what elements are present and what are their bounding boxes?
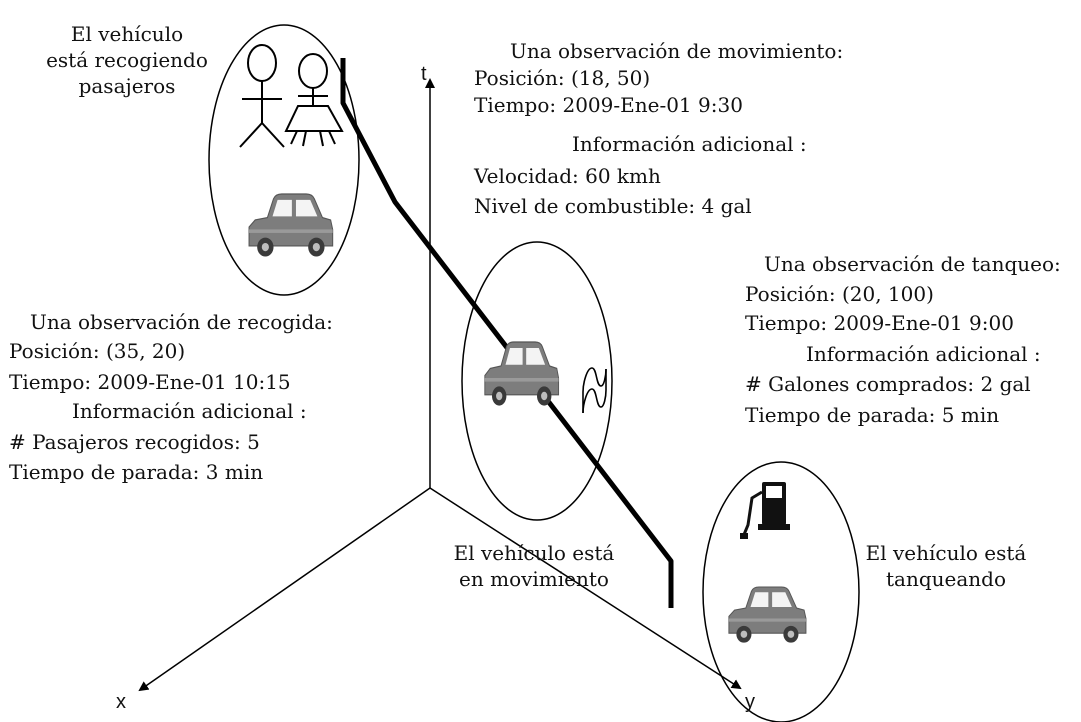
passengers-icon — [239, 44, 344, 148]
pickup-state-label: El vehículo está recogiendo pasajeros — [46, 22, 208, 98]
additional-info-item: Tiempo de parada: 5 min — [745, 403, 1000, 427]
observation-position: Posición: (20, 100) — [745, 282, 934, 306]
observation-title: Una observación de tanqueo: — [764, 252, 1061, 276]
fueling-state-ellipse — [702, 461, 860, 722]
pickup-state-ellipse — [208, 24, 360, 296]
motion-wave-icon — [582, 367, 607, 414]
moving-state-label: El vehículo está en movimiento — [453, 541, 615, 591]
additional-info-item: # Galones comprados: 2 gal — [745, 372, 1031, 396]
additional-info-item: Tiempo de parada: 3 min — [9, 460, 264, 484]
observation-title: Una observación de recogida: — [30, 310, 333, 334]
observation-title: Una observación de movimiento: — [510, 39, 844, 63]
observation-time: Tiempo: 2009-Ene-01 9:30 — [474, 93, 743, 117]
t-axis-label: t — [421, 63, 427, 85]
additional-info-item: Nivel de combustible: 4 gal — [474, 194, 752, 218]
y-axis — [429, 487, 742, 690]
additional-info-title: Información adicional : — [572, 132, 807, 156]
fueling-state-label: El vehículo está tanqueando — [865, 541, 1027, 591]
moving-state-ellipse — [461, 241, 613, 521]
car-icon — [248, 193, 334, 258]
x-axis — [138, 487, 431, 692]
vehicle-trajectory — [340, 58, 674, 608]
fuel-pump-icon — [740, 482, 790, 539]
observation-position: Posición: (35, 20) — [9, 339, 186, 363]
y-axis-label: y — [745, 691, 755, 713]
additional-info-item: # Pasajeros recogidos: 5 — [9, 430, 260, 454]
additional-info-title: Información adicional : — [806, 342, 1041, 366]
observation-position: Posición: (18, 50) — [474, 66, 651, 90]
observation-time: Tiempo: 2009-Ene-01 9:00 — [745, 311, 1014, 335]
additional-info-title: Información adicional : — [72, 399, 307, 423]
car-icon — [728, 586, 807, 644]
observation-time: Tiempo: 2009-Ene-01 10:15 — [9, 370, 291, 394]
x-axis-label: x — [116, 691, 126, 713]
car-icon — [484, 341, 560, 407]
additional-info-item: Velocidad: 60 kmh — [474, 164, 661, 188]
